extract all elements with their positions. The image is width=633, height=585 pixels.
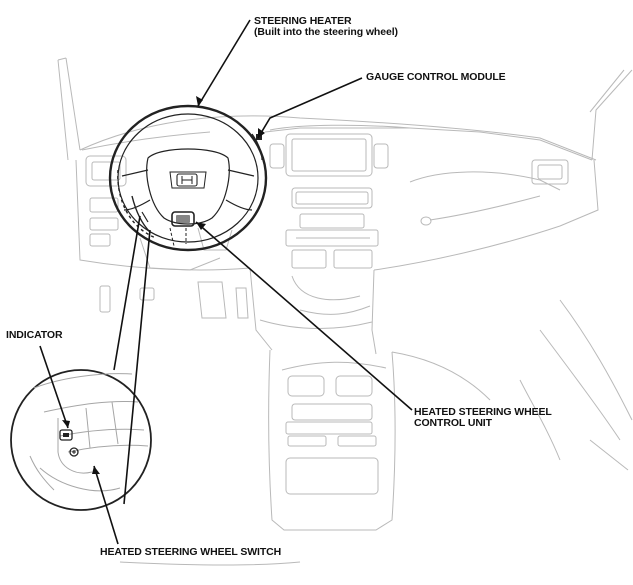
heated-steering-wheel-switch-label: HEATED STEERING WHEEL SWITCH: [100, 546, 282, 558]
heated-steering-wheel-control-unit-label: HEATED STEERING WHEEL CONTROL UNIT: [414, 407, 552, 429]
control-unit-line2: CONTROL UNIT: [414, 417, 492, 429]
switch-detail-magnifier: [10, 369, 152, 511]
steering-heater-label: STEERING HEATER (Built into the steering…: [254, 16, 398, 38]
steering-heater-note: (Built into the steering wheel): [254, 26, 398, 38]
indicator-label: INDICATOR: [6, 329, 63, 341]
interior-line-art: [57, 57, 633, 566]
leader-lines: [39, 19, 413, 545]
gauge-control-module-label: GAUGE CONTROL MODULE: [366, 71, 506, 83]
steering-wheel: [108, 104, 268, 252]
steering-heater-title: STEERING HEATER: [254, 15, 352, 27]
control-unit-line1: HEATED STEERING WHEEL: [414, 406, 552, 418]
